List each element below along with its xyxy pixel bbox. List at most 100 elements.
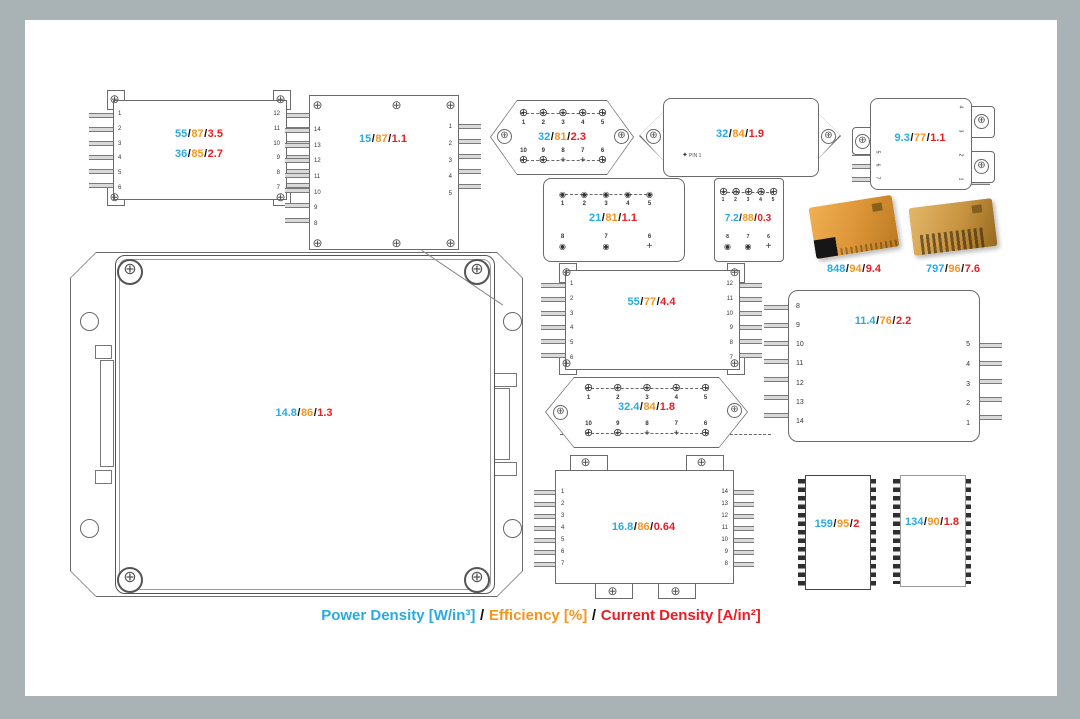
metric-value: 1.1 xyxy=(621,212,637,224)
metric-value: 1.8 xyxy=(943,516,960,528)
metric-value: 7.6 xyxy=(964,263,981,275)
module-body xyxy=(113,100,287,200)
pin-crosshair-icon xyxy=(597,155,608,166)
connector-slot xyxy=(100,360,114,467)
metric-value: 0.3 xyxy=(757,213,772,224)
slash-separator: / xyxy=(845,263,849,275)
side-tab xyxy=(95,345,112,359)
pin-number: 14 xyxy=(314,127,321,133)
screw-icon xyxy=(390,99,403,112)
pin-socket-icon xyxy=(601,241,612,252)
pin-number: 8 xyxy=(560,234,565,240)
metric-label: 32/84/1.9 xyxy=(663,128,817,140)
pin-number: 12 xyxy=(796,379,804,387)
pin-number: 4 xyxy=(581,120,585,126)
pin-row: 1 2 3 4 5 xyxy=(583,383,711,401)
pin-number: 10 xyxy=(314,189,321,196)
metric-value: 2 xyxy=(853,518,860,530)
slash-separator: / xyxy=(297,407,301,419)
metric-value: 77 xyxy=(643,296,657,308)
side-tab xyxy=(493,373,517,387)
metric-value: 3.5 xyxy=(207,128,223,140)
pin-number: 6 xyxy=(703,421,708,427)
pin-number: 3 xyxy=(118,140,122,147)
metric-label: 15/87/1.1 xyxy=(309,133,457,145)
module-hex-10pin-bottom: 1 2 3 4 5 10 9 8 7 6 32.4/84/1.8 xyxy=(545,377,748,448)
pin-leads xyxy=(893,479,901,584)
metric-value: 2.2 xyxy=(895,315,912,327)
pin-number: 12 xyxy=(721,513,728,519)
pin-crosshair-icon xyxy=(757,188,765,196)
module-body xyxy=(309,95,459,250)
screw-icon xyxy=(855,134,870,149)
pin-number: 8 xyxy=(796,303,800,310)
metric-value: 77 xyxy=(913,132,927,144)
pin-cross-icon xyxy=(644,241,655,252)
pin-number: 9 xyxy=(729,325,733,332)
pin-socket-icon xyxy=(622,189,633,200)
pin-leads xyxy=(457,124,481,199)
metric-value: 797 xyxy=(925,263,945,275)
converter-photo xyxy=(908,198,998,256)
mounting-hole xyxy=(80,312,99,331)
module-body xyxy=(805,475,871,590)
metric-value: 86 xyxy=(300,407,314,419)
screw-icon xyxy=(646,129,661,144)
metric-value: 32 xyxy=(716,128,729,140)
slash-separator: / xyxy=(739,213,742,224)
pin-socket-icon xyxy=(557,241,568,252)
pin-leads xyxy=(868,479,876,586)
pin-number: 6 xyxy=(570,354,574,361)
metric-value: 86 xyxy=(637,521,650,533)
module-8pin-header-large: 1 2 3 4 5 8 7 6 21/81/1.1 xyxy=(543,176,685,435)
pin-number: 4 xyxy=(759,197,762,203)
module-body xyxy=(663,98,819,177)
screw-icon xyxy=(974,159,989,174)
pin-number: 10 xyxy=(273,140,280,147)
pin-cross-icon xyxy=(763,241,774,252)
pin-crosshair-icon xyxy=(642,383,653,394)
pin-crosshair-icon xyxy=(700,383,711,394)
slash-separator: / xyxy=(601,212,605,224)
metric-value: 9.4 xyxy=(865,263,882,275)
screw-icon xyxy=(108,191,121,204)
pin-number: 3 xyxy=(448,157,452,164)
pin-number: 8 xyxy=(724,561,728,567)
slash-separator: / xyxy=(910,132,914,144)
metric-value: 55 xyxy=(627,296,640,308)
metric-value: 4.4 xyxy=(660,296,676,308)
slash-separator: / xyxy=(923,516,927,528)
slash-separator: / xyxy=(862,263,866,275)
screw-icon xyxy=(974,114,989,129)
pin-number: 1 xyxy=(561,489,565,495)
metric-value: 84 xyxy=(643,401,656,413)
connector-slot xyxy=(493,388,510,460)
pin-number: 7 xyxy=(581,148,585,154)
metric-value: 76 xyxy=(879,315,892,327)
pin-number: 2 xyxy=(966,400,970,408)
pin-number: 5 xyxy=(874,150,881,154)
phillips-screw-icon xyxy=(464,259,490,285)
metric-value: 1.1 xyxy=(391,133,407,145)
pin-one-marker-icon: ✦ xyxy=(682,152,688,159)
slash-separator: / xyxy=(388,133,392,145)
pin-leads xyxy=(733,490,754,573)
pin-number: 2 xyxy=(448,140,452,147)
pin-number: 11 xyxy=(273,125,280,132)
pin-number: 7 xyxy=(604,234,608,240)
pin-number: 2 xyxy=(570,295,574,302)
pin-number: 4 xyxy=(561,525,565,531)
pin-number: 11 xyxy=(721,525,728,531)
slash-separator: / xyxy=(204,128,208,140)
cover-inner-line xyxy=(119,259,491,590)
